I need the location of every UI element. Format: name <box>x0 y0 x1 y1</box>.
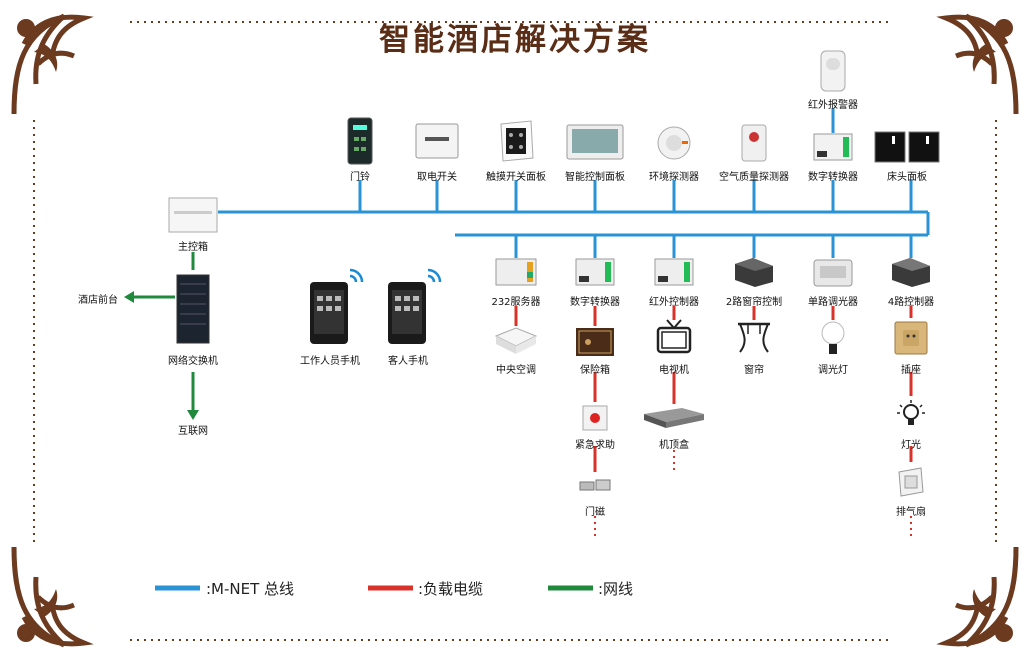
load-col5-0: 调光灯 <box>818 365 848 376</box>
corner-ornament-top-right <box>936 13 1019 115</box>
bedside-panel-icon <box>874 131 940 163</box>
network-switch-icon <box>176 274 210 344</box>
controller-label-2: 红外控制器 <box>649 297 699 308</box>
load-cables <box>514 306 913 472</box>
top-label-2: 取电开关 <box>417 172 457 183</box>
controller-label-1: 数字转换器 <box>570 297 620 308</box>
page-title: 智能酒店解决方案 <box>379 22 651 58</box>
power-card-switch-icon <box>415 123 459 159</box>
top-label-4: 智能控制面板 <box>565 172 625 183</box>
controller-label-3: 2路窗帘控制 <box>725 297 783 308</box>
controller-label-0: 232服务器 <box>491 297 541 308</box>
staff-phone-label: 工作人员手机 <box>300 356 360 367</box>
digital-converter-top-icon <box>813 133 853 161</box>
touch-switch-panel-icon <box>500 120 534 162</box>
safe-icon <box>576 328 614 356</box>
top-label-5: 环境探测器 <box>649 172 699 183</box>
top-label-8: 床头面板 <box>887 172 927 183</box>
legend-mnet-label: :M-NET 总线 <box>206 580 295 598</box>
legend-net-label: :网线 <box>598 580 634 598</box>
television-icon <box>656 319 692 354</box>
switch-label: 网络交换机 <box>168 356 218 367</box>
network-cables <box>132 252 195 412</box>
controller-232-server-icon <box>495 258 537 286</box>
front-desk-label: 酒店前台 <box>78 295 118 306</box>
load-col2-2: 门磁 <box>585 507 605 518</box>
load-continuation <box>594 450 912 538</box>
load-col6-2: 排气扇 <box>896 507 926 518</box>
digital-converter-bottom-icon <box>575 258 615 286</box>
environment-detector-icon <box>657 126 691 160</box>
controller-label-4: 单路调光器 <box>808 297 858 308</box>
legend-load-label: :负载电缆 <box>418 580 484 598</box>
load-col1-0: 中央空调 <box>496 365 536 376</box>
curtain-controller-icon <box>735 258 773 287</box>
guest-phone-icon <box>388 268 442 344</box>
controller-label-5: 4路控制器 <box>887 297 935 308</box>
doorbell-icon <box>347 117 373 165</box>
top-label-1: 门铃 <box>350 172 370 183</box>
socket-icon <box>894 321 928 355</box>
mnet-bus <box>218 108 930 258</box>
guest-phone-label: 客人手机 <box>388 356 428 367</box>
top-label-6: 空气质量探测器 <box>719 172 789 183</box>
dotted-border <box>33 21 997 641</box>
load-col6-1: 灯光 <box>901 440 921 451</box>
central-ac-icon <box>494 327 538 354</box>
main-box-label: 主控箱 <box>178 242 208 253</box>
corner-ornament-bottom-left <box>11 546 94 648</box>
light-bulb-icon <box>897 400 925 425</box>
load-col2-0: 保险箱 <box>580 365 610 376</box>
smart-control-panel-icon <box>566 124 624 160</box>
dimmer-controller-icon <box>813 259 853 287</box>
load-col6-0: 插座 <box>901 365 921 376</box>
corner-ornament-bottom-right <box>936 546 1019 648</box>
top-label-7: 数字转换器 <box>808 172 858 183</box>
four-way-controller-icon <box>892 258 930 287</box>
dimmable-light-icon <box>821 321 845 354</box>
load-col3-1: 机顶盒 <box>659 440 689 451</box>
load-col4-0: 窗帘 <box>744 365 764 376</box>
emergency-button-icon <box>582 405 608 431</box>
infrared-controller-icon <box>654 258 694 286</box>
internet-label: 互联网 <box>178 426 208 437</box>
staff-phone-icon <box>310 268 364 344</box>
set-top-box-icon <box>644 408 704 428</box>
load-col2-1: 紧急求助 <box>575 440 615 451</box>
load-col3-0: 电视机 <box>659 365 689 376</box>
exhaust-fan-icon <box>898 467 924 497</box>
top-label-0: 红外报警器 <box>808 100 858 111</box>
air-quality-detector-icon <box>741 124 767 162</box>
door-magnet-icon <box>579 479 611 491</box>
infrared-alarm-icon <box>820 50 846 92</box>
top-label-3: 触摸开关面板 <box>486 172 546 183</box>
arrow-heads <box>124 291 199 420</box>
curtain-icon <box>738 322 770 353</box>
main-control-box-icon <box>168 197 218 233</box>
corner-ornament-top-left <box>11 13 94 115</box>
